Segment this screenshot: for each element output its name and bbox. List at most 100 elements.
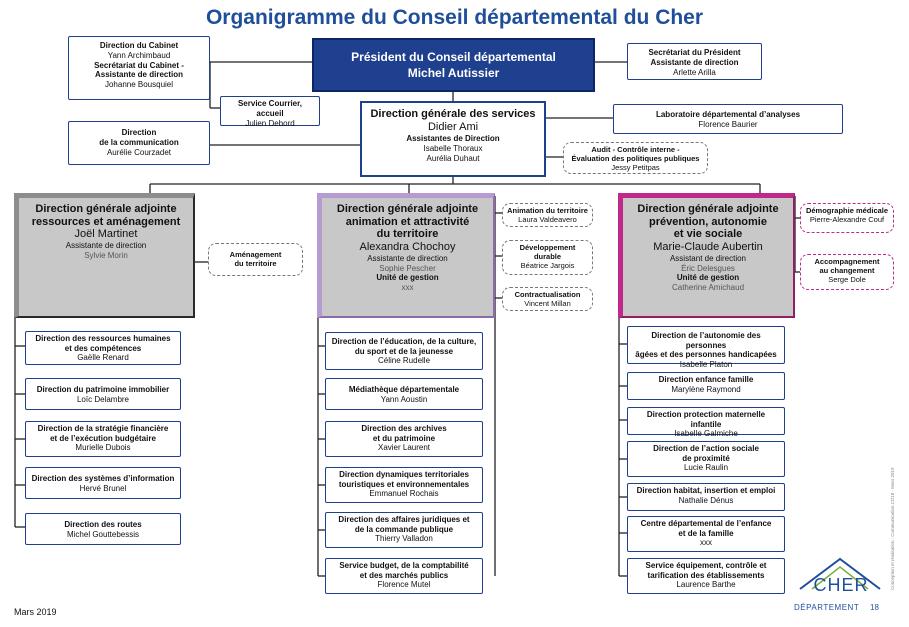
- item-name: xxx: [700, 538, 712, 548]
- page-title: Organigramme du Conseil départemental du…: [205, 6, 704, 29]
- item-title: Service équipement, contrôle et: [645, 561, 767, 570]
- side2-name: Béatrice Jargois: [520, 261, 575, 270]
- item-name: Nathalie Dénus: [678, 495, 734, 505]
- item-title: Direction des ressources humaines: [35, 334, 171, 343]
- item-name: Thierry Valladon: [375, 534, 433, 544]
- cher-logo-icon: [799, 557, 881, 590]
- dgs-box: Direction générale des services Didier A…: [360, 101, 546, 177]
- dgs-assistants-label: Assistantes de Direction: [406, 134, 500, 144]
- list-item: Direction de l’éducation, de la culture,…: [325, 332, 483, 370]
- logo-text: CHER: [813, 575, 869, 595]
- dga2-assistant-label: Assistante de direction: [367, 254, 448, 264]
- audit-box: Audit - Contrôle interne - Évaluation de…: [563, 142, 708, 174]
- list-item: Service équipement, contrôle et tarifica…: [627, 558, 785, 594]
- item-title: Centre départemental de l’enfance: [640, 519, 772, 528]
- side2-name: Laura Valdeavero: [518, 215, 577, 224]
- list-item: Direction enfance famille Marylène Raymo…: [627, 372, 785, 400]
- side3-item: Accompagnement au changement Serge Dole: [800, 254, 894, 290]
- item-title-2: touristiques et environnementales: [338, 479, 470, 489]
- list-item: Service budget, de la comptabilité et de…: [325, 558, 483, 594]
- item-title: Direction de la stratégie financière: [37, 424, 169, 433]
- credit-text: Conception et réalisation : Communicatio…: [890, 467, 895, 590]
- dga3-assistant-name: Éric Delesgues: [681, 263, 735, 273]
- secretariat-name: Arlette Arilla: [673, 67, 716, 77]
- list-item: Direction habitat, insertion et emploi N…: [627, 483, 785, 511]
- audit-name: Jessy Petitpas: [611, 163, 660, 172]
- communication-title: Direction: [121, 128, 157, 137]
- item-title: Direction protection maternelle infantil…: [646, 410, 766, 429]
- logo-subtext: DÉPARTEMENT: [794, 603, 860, 612]
- dga-prevention-box: Direction générale adjointe prévention, …: [618, 193, 795, 318]
- communication-box: Direction de la communication Aurélie Co…: [68, 121, 210, 165]
- dga3-unit-name: Catherine Amichaud: [671, 282, 745, 292]
- amenagement-box: Aménagement du territoire: [208, 243, 303, 276]
- dgs-assistant-1: Isabelle Thoraux: [423, 143, 483, 153]
- list-item: Direction des archives et du patrimoine …: [325, 421, 483, 457]
- courrier-name: Julien Debord: [245, 118, 295, 128]
- dga3-unit-label: Unité de gestion: [676, 273, 740, 283]
- side3-name: Pierre-Alexandre Couf: [809, 215, 885, 224]
- secretariat-president-box: Secrétariat du Président Assistante de d…: [627, 43, 762, 80]
- side2-name: Vincent Millan: [524, 299, 571, 308]
- communication-name: Aurélie Courzadet: [106, 147, 172, 157]
- side3-title-2: au changement: [819, 266, 875, 275]
- dga2-unit-name: xxx: [401, 282, 414, 292]
- dga2-name: Alexandra Chochoy: [359, 240, 456, 253]
- side3-name: Serge Dole: [828, 275, 866, 284]
- amenagement-title-2: du territoire: [234, 259, 277, 268]
- cabinet-secretariat: Secrétariat du Cabinet -: [94, 60, 184, 70]
- item-title: Direction de l’autonomie des personnes: [651, 331, 761, 350]
- item-name: Yann Aoustin: [380, 394, 428, 404]
- item-name: Marylène Raymond: [671, 384, 741, 394]
- item-title: Direction des archives: [361, 424, 447, 433]
- list-item: Direction des ressources humaines et des…: [25, 331, 181, 365]
- item-name: Lucie Raulin: [683, 463, 729, 473]
- side2-item: Animation du territoire Laura Valdeavero: [502, 203, 593, 227]
- dga3-title-3: et vie sociale: [673, 228, 743, 241]
- list-item: Direction des affaires juridiques et de …: [325, 512, 483, 548]
- side3-title: Démographie médicale: [805, 206, 889, 215]
- item-name: Céline Rudelle: [377, 356, 431, 366]
- secretariat-title: Secrétariat du Président: [648, 48, 741, 57]
- side2-title: Développement: [519, 243, 576, 252]
- cabinet-box: Direction du Cabinet Yann Archimbaud Sec…: [68, 36, 210, 100]
- courrier-title: Service Courrier, accueil: [237, 99, 303, 118]
- item-title: Direction du patrimoine immobilier: [36, 385, 170, 394]
- dgs-title: Direction générale des services: [370, 108, 536, 120]
- item-name: Isabelle Platon: [679, 359, 733, 369]
- secretariat-subtitle: Assistante de direction: [650, 57, 739, 67]
- dga3-name: Marie-Claude Aubertin: [653, 240, 763, 253]
- list-item: Direction de l’action sociale de proximi…: [627, 441, 785, 477]
- audit-title: Audit - Contrôle interne -: [591, 145, 680, 154]
- item-name: Isabelle Galmiche: [674, 429, 738, 439]
- item-name: Hervé Brunel: [79, 483, 127, 493]
- president-box: Président du Conseil départemental Miche…: [312, 38, 595, 92]
- item-title: Médiathèque départementale: [348, 385, 460, 394]
- item-title-2: et du patrimoine: [372, 433, 436, 443]
- dgs-name: Didier Ami: [427, 121, 479, 134]
- courrier-box: Service Courrier, accueil Julien Debord: [220, 96, 320, 128]
- item-title-2: et des compétences: [64, 343, 142, 353]
- item-title: Direction des routes: [64, 520, 142, 529]
- item-title-2: de la commande publique: [354, 524, 454, 534]
- list-item: Médiathèque départementale Yann Aoustin: [325, 378, 483, 410]
- dga2-title-2: animation et attractivité: [345, 215, 470, 228]
- list-item: Direction du patrimoine immobilier Loïc …: [25, 378, 181, 410]
- dga3-title-1: Direction générale adjointe: [637, 203, 779, 215]
- item-title: Direction de l’éducation, de la culture,: [331, 337, 477, 346]
- item-name: Emmanuel Rochais: [369, 489, 439, 499]
- item-name: Loïc Delambre: [76, 394, 130, 404]
- laboratoire-box: Laboratoire départemental d’analyses Flo…: [613, 104, 843, 134]
- side3-item: Démographie médicale Pierre-Alexandre Co…: [800, 203, 894, 233]
- dga-ressources-box: Direction générale adjointe ressources e…: [14, 193, 195, 318]
- item-title-2: du sport et de la jeunesse: [354, 346, 454, 356]
- list-item: Centre départemental de l’enfance et de …: [627, 516, 785, 552]
- dga1-title-1: Direction générale adjointe: [35, 203, 177, 215]
- cabinet-title: Direction du Cabinet: [99, 41, 179, 50]
- item-title-2: tarification des établissements: [647, 570, 765, 580]
- item-title-2: et de l’exécution budgétaire: [50, 433, 156, 443]
- side2-title: Animation du territoire: [507, 206, 588, 215]
- cabinet-name: Yann Archimbaud: [107, 50, 171, 60]
- list-item: Direction protection maternelle infantil…: [627, 407, 785, 438]
